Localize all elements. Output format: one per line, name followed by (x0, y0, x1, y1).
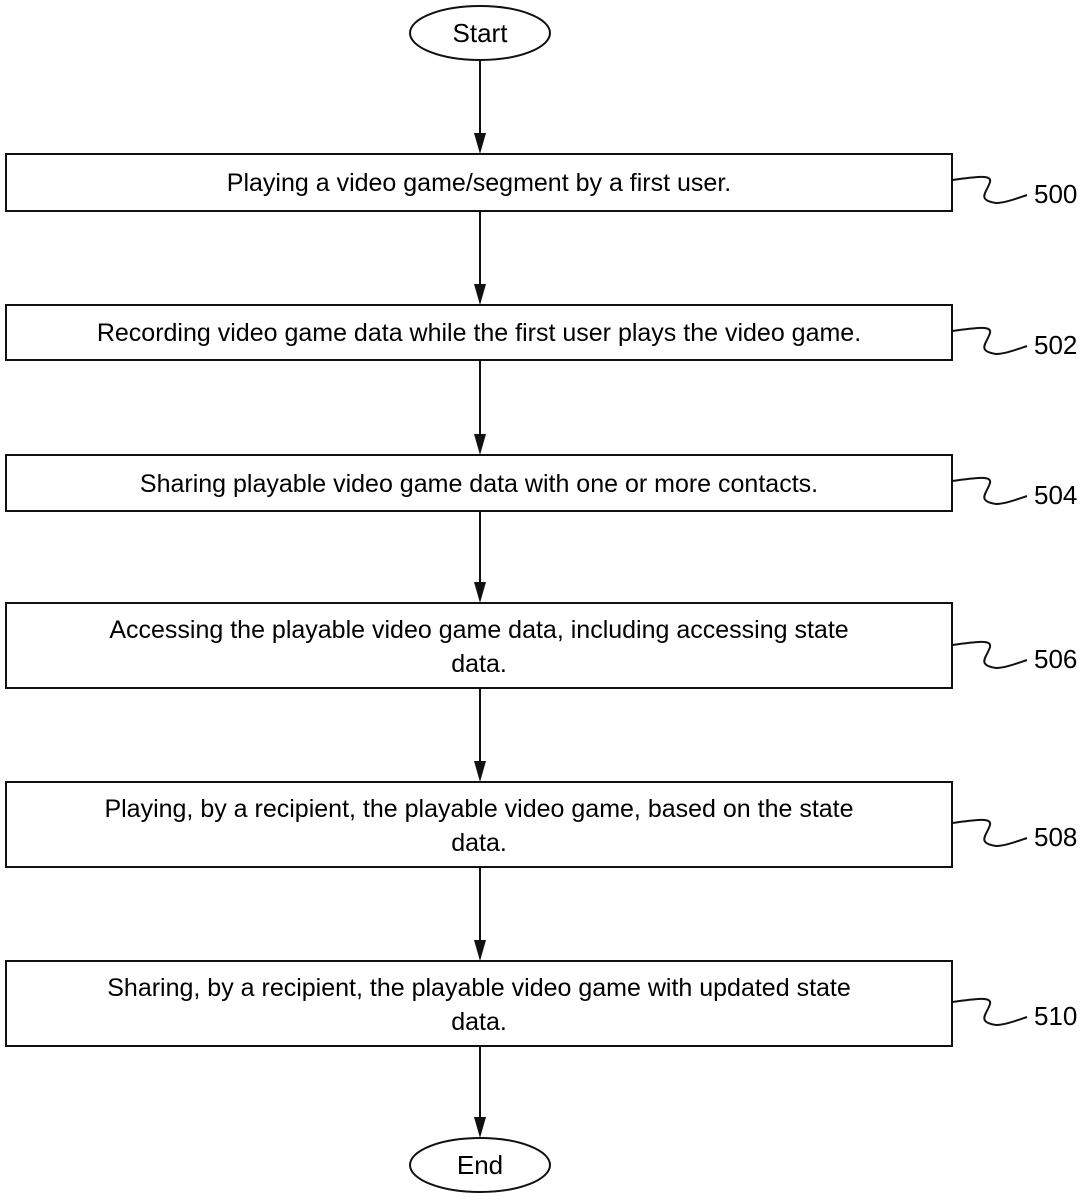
step-506: Accessing the playable video game data, … (5, 602, 1077, 689)
end-terminal: End (409, 1137, 551, 1193)
step-text: Sharing playable video game data with on… (140, 470, 818, 498)
step-text-line-1: Accessing the playable video game data, … (109, 616, 848, 644)
step-text-line-2: data. (451, 1008, 507, 1036)
step-text: Playing a video game/segment by a first … (227, 169, 731, 197)
step-box (5, 602, 953, 689)
arrowhead-icon (474, 284, 486, 305)
step-508: Playing, by a recipient, the playable vi… (5, 781, 1077, 868)
leader-line (951, 640, 1028, 670)
step-504: Sharing playable video game data with on… (5, 454, 1077, 512)
process-steps: Playing a video game/segment by a first … (5, 153, 1077, 1047)
leader-line (951, 476, 1028, 506)
connectors (474, 60, 486, 1138)
step-box (5, 454, 953, 512)
end-label: End (457, 1150, 503, 1180)
ref-numeral: 510 (1034, 1001, 1077, 1031)
step-502: Recording video game data while the firs… (5, 304, 1077, 361)
arrowhead-icon (474, 1117, 486, 1138)
ref-numeral: 508 (1034, 822, 1077, 852)
step-text-line-1: Sharing, by a recipient, the playable vi… (107, 974, 851, 1002)
step-box (5, 153, 953, 212)
arrowhead-icon (474, 940, 486, 961)
step-510: Sharing, by a recipient, the playable vi… (5, 960, 1077, 1047)
ref-numeral: 504 (1034, 480, 1077, 510)
leader-line (951, 326, 1028, 356)
leader-line (951, 997, 1028, 1027)
step-box (5, 304, 953, 361)
leader-line (951, 818, 1028, 848)
arrowhead-icon (474, 582, 486, 603)
step-box (5, 781, 953, 868)
start-label: Start (453, 18, 509, 48)
leader-line (951, 175, 1028, 205)
arrowhead-icon (474, 761, 486, 782)
step-text-line-2: data. (451, 650, 507, 678)
ref-numeral: 500 (1034, 179, 1077, 209)
step-text-line-1: Playing, by a recipient, the playable vi… (104, 795, 853, 823)
arrowhead-icon (474, 133, 486, 154)
ref-numeral: 502 (1034, 330, 1077, 360)
step-text: Recording video game data while the firs… (97, 319, 861, 347)
start-terminal: Start (409, 5, 551, 61)
step-box (5, 960, 953, 1047)
arrowhead-icon (474, 434, 486, 455)
ref-numeral: 506 (1034, 644, 1077, 674)
step-text-line-2: data. (451, 829, 507, 857)
step-500: Playing a video game/segment by a first … (5, 153, 1077, 212)
